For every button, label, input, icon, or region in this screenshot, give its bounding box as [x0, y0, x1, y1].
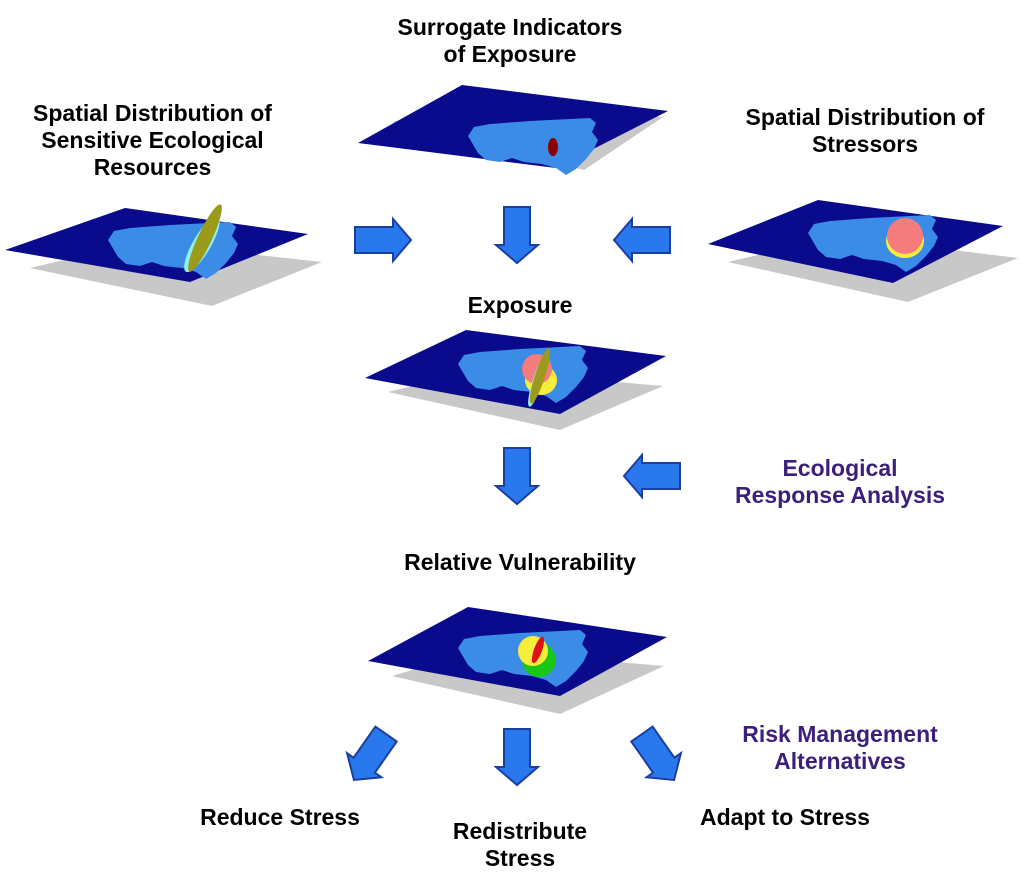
resource-ellipse [188, 204, 222, 272]
arrow-response-analysis [623, 454, 681, 498]
map-relative-vulnerability [368, 607, 667, 714]
label-reduce-stress: Reduce Stress [200, 804, 360, 830]
arrow-resources-to-exposure [354, 218, 412, 262]
state-shape [468, 118, 598, 175]
arrow-exposure-to-vulnerability [495, 447, 539, 505]
map-stressors [708, 200, 1018, 302]
arrow-indicators-to-exposure [495, 206, 539, 264]
resource-ellipse [529, 348, 551, 404]
arrow-redistribute-stress [495, 728, 539, 786]
label-redistribute-stress: Redistribute Stress [452, 818, 588, 871]
label-sensitive-resources: Spatial Distribution of Sensitive Ecolog… [33, 100, 272, 180]
label-adapt-to-stress: Adapt to Stress [700, 804, 870, 830]
label-relative-vulnerability: Relative Vulnerability [404, 549, 636, 575]
indicator-dot [548, 138, 558, 156]
label-stressors: Spatial Distribution of Stressors [745, 104, 985, 157]
map-surrogate-indicators [358, 85, 668, 175]
arrow-adapt-to-stress [623, 721, 693, 793]
arrow-reduce-stress [335, 721, 405, 793]
label-risk-management: Risk Management Alternatives [742, 721, 938, 774]
label-surrogate-indicators: Surrogate Indicators of Exposure [397, 14, 623, 67]
label-exposure: Exposure [467, 292, 573, 318]
vulnerability-red [531, 636, 545, 664]
map-sensitive-resources [5, 204, 322, 306]
map-exposure [365, 330, 666, 430]
stressor-pink [887, 218, 923, 254]
label-ecological-response: Ecological Response Analysis [734, 455, 946, 508]
arrow-stressors-to-exposure [613, 218, 671, 262]
